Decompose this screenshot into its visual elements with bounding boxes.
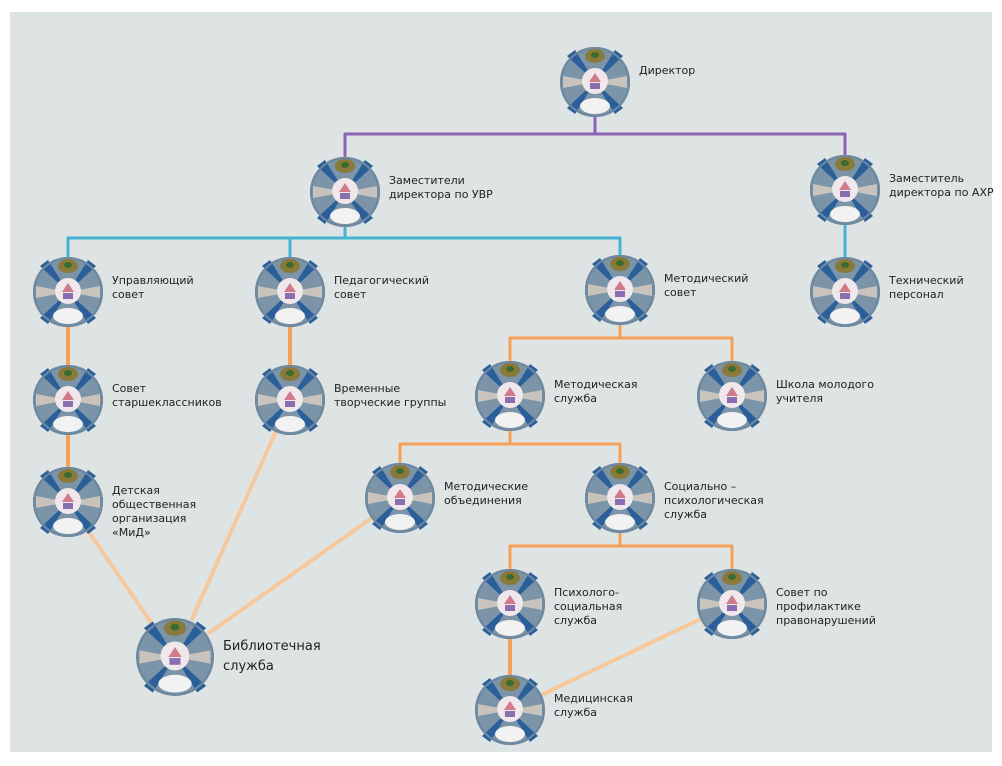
node-label: Технический персонал bbox=[889, 274, 964, 301]
school-emblem-icon bbox=[696, 360, 768, 432]
school-emblem-icon bbox=[32, 256, 104, 328]
school-emblem-icon bbox=[364, 462, 436, 534]
school-emblem-icon bbox=[584, 254, 656, 326]
node-label: Детская общественная организация «МиД» bbox=[112, 484, 197, 539]
school-emblem-icon bbox=[559, 46, 631, 118]
school-emblem-icon bbox=[32, 364, 104, 436]
school-emblem-icon bbox=[309, 156, 381, 228]
school-emblem-icon bbox=[696, 568, 768, 640]
node-label: Психолого- социальная служба bbox=[554, 586, 623, 627]
node-label: Методический совет bbox=[664, 272, 749, 299]
node-label: Совет старшеклассников bbox=[112, 382, 222, 409]
school-emblem-icon bbox=[254, 364, 326, 436]
node-label: Социально – психологическая служба bbox=[664, 480, 764, 521]
node-label: Медицинская служба bbox=[554, 692, 633, 719]
connector-line bbox=[190, 430, 278, 621]
connector-line bbox=[86, 529, 154, 625]
school-emblem-icon bbox=[474, 360, 546, 432]
school-emblem-icon bbox=[254, 256, 326, 328]
school-emblem-icon bbox=[474, 674, 546, 746]
node-label: Методические объединения bbox=[444, 480, 529, 507]
node-label: Педагогический совет bbox=[334, 274, 430, 301]
node-label: Библиотечная служба bbox=[223, 639, 321, 674]
school-emblem-icon bbox=[32, 466, 104, 538]
node-label: Управляющий совет bbox=[112, 274, 194, 301]
school-emblem-icon bbox=[135, 617, 215, 697]
node-label: Методическая служба bbox=[554, 378, 638, 405]
school-emblem-icon bbox=[584, 462, 656, 534]
school-emblem-icon bbox=[809, 256, 881, 328]
node-label: Заместители директора по УВР bbox=[389, 174, 493, 201]
node-label: Временные творческие группы bbox=[334, 382, 447, 409]
connector-lines bbox=[66, 116, 847, 697]
node-label: Совет по профилактике правонарушений bbox=[776, 586, 876, 627]
connector-line bbox=[540, 617, 702, 697]
node-label: Директор bbox=[639, 64, 696, 77]
connector-line bbox=[207, 516, 373, 635]
school-emblem-icon bbox=[809, 154, 881, 226]
org-chart: Директор Заместители директора по УВР За… bbox=[10, 12, 994, 752]
node-label: Школа молодого учителя bbox=[776, 378, 875, 405]
school-emblem-icon bbox=[474, 568, 546, 640]
node-label: Заместитель директора по АХР bbox=[889, 172, 994, 199]
